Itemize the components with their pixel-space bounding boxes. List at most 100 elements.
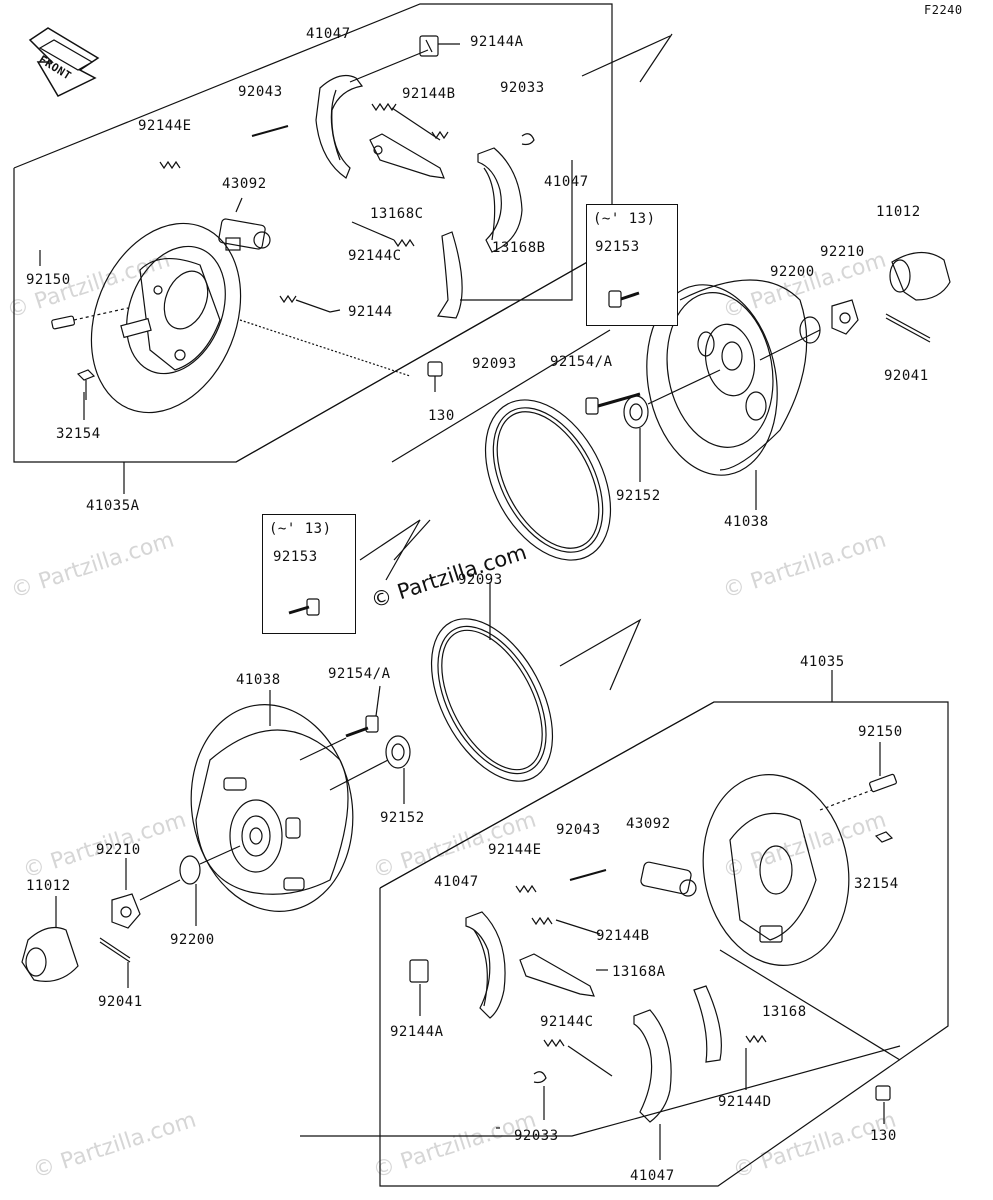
part-label: 92033: [500, 80, 545, 96]
part-label: 92041: [98, 994, 143, 1010]
stud-bolt-icon: [345, 715, 379, 738]
part-label: 92152: [380, 810, 425, 826]
part-label: 32154: [56, 426, 101, 442]
part-label: 41038: [236, 672, 281, 688]
part-label: 130: [870, 1128, 897, 1144]
part-label: 92152: [616, 488, 661, 504]
part-label: 92144B: [402, 86, 456, 102]
inset-box-lower: (~' 13) 92153: [262, 514, 356, 634]
nut-icon: [427, 361, 443, 392]
part-label: 92033: [514, 1128, 559, 1144]
part-label: 11012: [26, 878, 71, 894]
wheel-cylinder-lower: [640, 861, 697, 897]
part-label: 92144E: [488, 842, 542, 858]
bolt-icon: [288, 598, 320, 616]
brake-shoe-upper-2: [477, 147, 523, 253]
spring-icon: [745, 1034, 767, 1044]
brake-shoe-lower-2: [633, 1009, 672, 1123]
bolt-icon: [608, 290, 640, 308]
brake-drum-upper: [646, 279, 808, 476]
part-label: 92144C: [540, 1014, 594, 1030]
part-label: 92144D: [718, 1094, 772, 1110]
seal-icon: [623, 395, 649, 429]
spring-icon: [515, 884, 537, 894]
part-label: 92210: [96, 842, 141, 858]
part-label: 41047: [630, 1168, 675, 1184]
part-label: 92041: [884, 368, 929, 384]
shoe-clip-icon: [409, 959, 429, 983]
part-label: 13168A: [612, 964, 666, 980]
part-label: 92043: [556, 822, 601, 838]
spring-icon: [531, 916, 553, 926]
part-label: 92150: [858, 724, 903, 740]
part-label: 92144B: [596, 928, 650, 944]
lever-icon: [369, 133, 445, 179]
part-label: 92144: [348, 304, 393, 320]
part-label: 41047: [434, 874, 479, 890]
washer-icon: [179, 855, 201, 885]
brake-drum-lower: [190, 704, 354, 912]
part-label: 92093: [472, 356, 517, 372]
brake-shoe-upper-1: [315, 75, 364, 179]
lever-icon: [519, 953, 595, 997]
part-label: 41038: [724, 514, 769, 530]
seal-icon: [385, 735, 411, 769]
part-number-label: 92153: [595, 239, 640, 255]
part-label: 92093: [458, 572, 503, 588]
part-number-label: 92153: [273, 549, 318, 565]
part-label: 11012: [876, 204, 921, 220]
part-label: 92144E: [138, 118, 192, 134]
inset-range-label: (~' 13): [593, 211, 656, 227]
lever-icon: [436, 231, 463, 319]
part-label: 13168C: [370, 206, 424, 222]
seal-ring-upper: [484, 399, 612, 561]
part-label: 43092: [626, 816, 671, 832]
assembly-label: 41035: [800, 654, 845, 670]
part-label: 92144C: [348, 248, 402, 264]
spring-icon: [543, 1038, 565, 1048]
part-label: 92144A: [390, 1024, 444, 1040]
castle-nut-icon: [831, 299, 859, 335]
brake-shoe-lower-1: [465, 911, 506, 1019]
part-label: 92154/A: [550, 354, 613, 370]
nut-icon: [875, 1085, 891, 1101]
spring-icon: [371, 102, 397, 112]
spring-icon: [393, 238, 415, 248]
assembly-label: 41035A: [86, 498, 140, 514]
spring-icon: [279, 294, 297, 304]
bolt-icon: [869, 773, 897, 793]
bolt-icon: [51, 307, 129, 330]
part-label: 92200: [770, 264, 815, 280]
part-label: 92043: [238, 84, 283, 100]
part-label: 92210: [820, 244, 865, 260]
bleeder-screw-icon: [874, 831, 894, 843]
shoe-clip-icon: [419, 35, 439, 57]
lower-assembly-frame: [379, 701, 949, 1187]
upper-assembly-frame: [13, 3, 613, 463]
part-label: 92144A: [470, 34, 524, 50]
lever-icon: [693, 985, 722, 1063]
part-label: 13168B: [492, 240, 546, 256]
hub-cap-icon: [21, 927, 79, 982]
part-label: 43092: [222, 176, 267, 192]
part-label: 92154/A: [328, 666, 391, 682]
inset-range-label: (~' 13): [269, 521, 332, 537]
front-arrow-icon: [28, 27, 100, 97]
cotter-pin-icon: [99, 937, 131, 963]
wheel-cylinder-upper: [218, 218, 271, 251]
hub-cap-icon: [889, 251, 951, 301]
inset-box-upper: (~' 13) 92153: [586, 204, 678, 326]
castle-nut-icon: [111, 893, 141, 929]
part-label: 13168: [762, 1004, 807, 1020]
cotter-pin-icon: [885, 313, 931, 343]
backing-plate-lower: [702, 774, 850, 966]
bleeder-screw-icon: [76, 369, 96, 400]
seal-ring-lower: [430, 618, 554, 782]
part-label: 92150: [26, 272, 71, 288]
part-label: 41047: [544, 174, 589, 190]
figure-code: F2240: [924, 3, 963, 17]
part-label: 41047: [306, 26, 351, 42]
spring-icon: [159, 160, 181, 170]
